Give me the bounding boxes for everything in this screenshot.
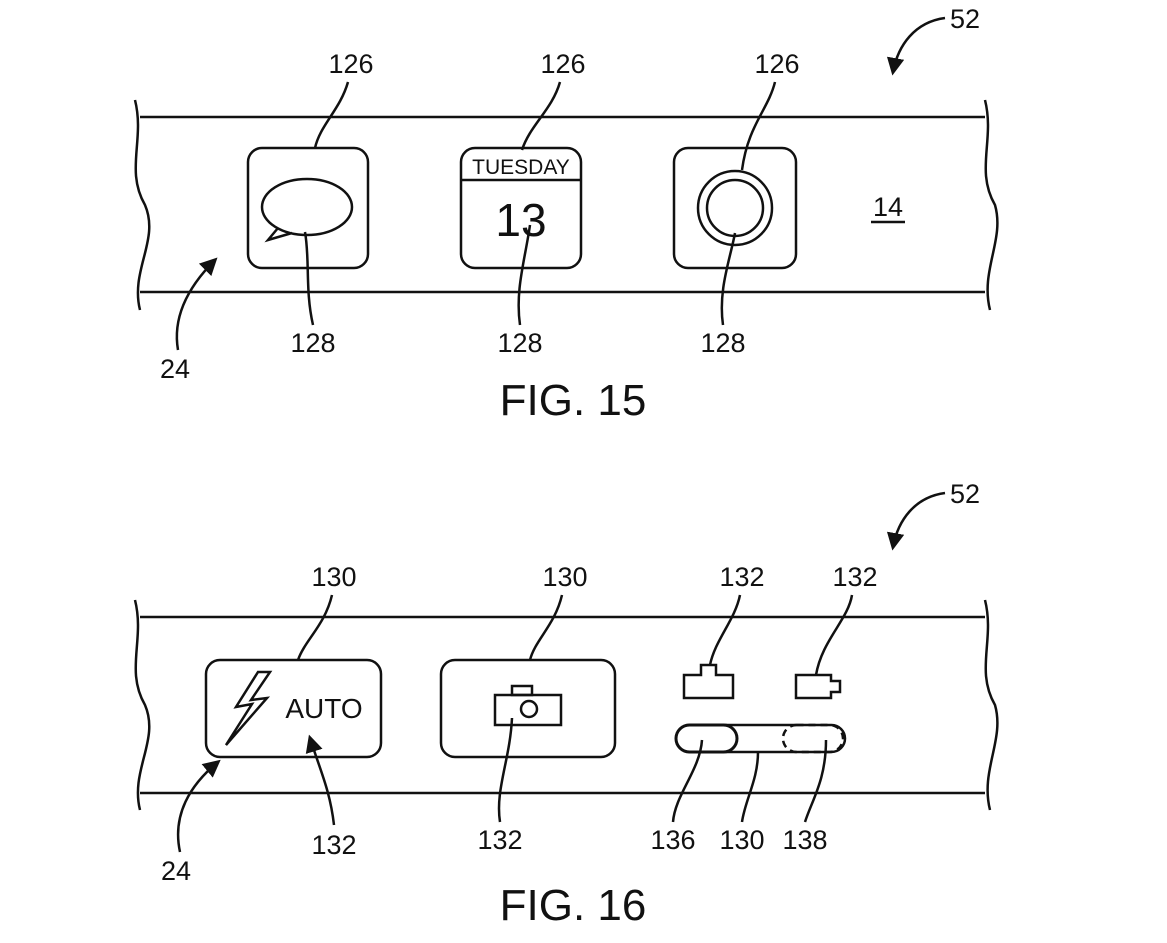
ref-52: 52 [950,4,980,34]
ref-126: 126 [328,49,373,79]
ref-126: 126 [540,49,585,79]
ref-14: 14 [873,192,903,222]
ref-24: 24 [161,856,191,886]
slider-thumb[interactable] [674,723,739,754]
ref-128: 128 [700,328,745,358]
ref-128: 128 [497,328,542,358]
band-strip [133,99,999,311]
message-bubble-icon [260,177,354,243]
calendar-date: 13 [495,194,546,246]
ref-52-arrow [886,16,946,76]
ref-52: 52 [950,479,980,509]
fig16: 52 AUTO 130 130 132 132 [133,479,999,930]
calendar-icon-button[interactable]: TUESDAY 13 [459,146,583,270]
ref-132: 132 [311,830,356,860]
fig16-caption: FIG. 16 [500,881,647,930]
fig15: 52 TUESDAY 13 14 126 1 [133,4,999,425]
ref-132: 132 [832,562,877,592]
ref-136: 136 [650,825,695,855]
ref-130: 130 [311,562,356,592]
slider-thumb-alt-position [781,723,845,754]
lightning-icon [224,670,273,746]
still-camera-icon [682,663,735,700]
capture-button[interactable] [439,658,617,759]
band-strip [133,599,999,811]
ref-130: 130 [719,825,764,855]
flash-label: AUTO [285,693,362,724]
ref-138: 138 [782,825,827,855]
ref-132: 132 [719,562,764,592]
camera-icon [493,684,563,727]
ref-126: 126 [754,49,799,79]
fig15-caption: FIG. 15 [500,376,647,425]
photo-video-slider[interactable] [674,723,847,754]
video-camera-icon [794,673,842,700]
flash-auto-button[interactable]: AUTO [204,658,383,759]
shutter-icon-button[interactable] [672,146,798,270]
ref-24: 24 [160,354,190,384]
ref-128: 128 [290,328,335,358]
ref-132: 132 [477,825,522,855]
ref-130: 130 [542,562,587,592]
calendar-day: TUESDAY [472,156,570,179]
